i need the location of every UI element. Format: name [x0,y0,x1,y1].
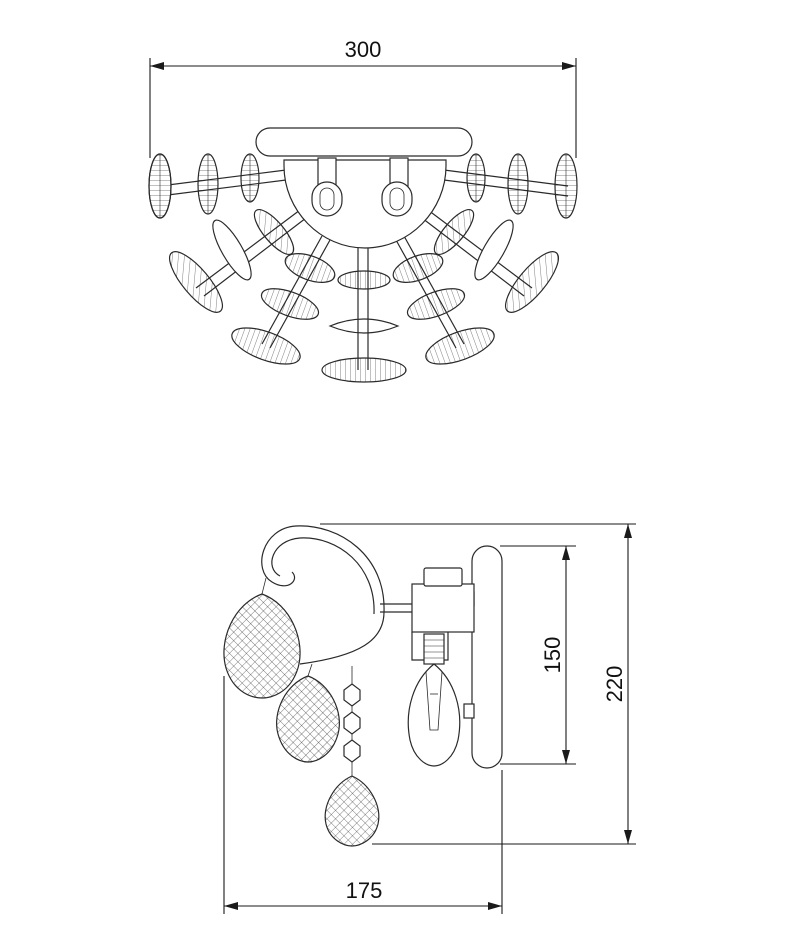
top-width-dimension: 300 [149,37,577,158]
depth-dimension: 175 [223,676,503,914]
socket-box [411,583,475,633]
top-width-label: 300 [345,37,382,62]
total-height-label: 220 [602,666,627,703]
top-view: 300 [148,37,578,383]
plate-height-dimension: 150 [500,545,576,765]
total-height-dimension: 220 [320,523,636,845]
lamp-holders [311,157,413,217]
top-crystals [148,153,578,383]
central-canopy [283,159,447,249]
wall-plate [471,545,503,769]
side-view: 175 150 220 [223,523,636,914]
top-arms [159,169,569,370]
mounting-bar [255,127,473,157]
depth-label: 175 [346,878,383,903]
plate-height-label: 150 [540,637,565,674]
scroll-arm [261,525,385,613]
candle-bulb [407,633,461,767]
side-crystals [223,577,380,847]
